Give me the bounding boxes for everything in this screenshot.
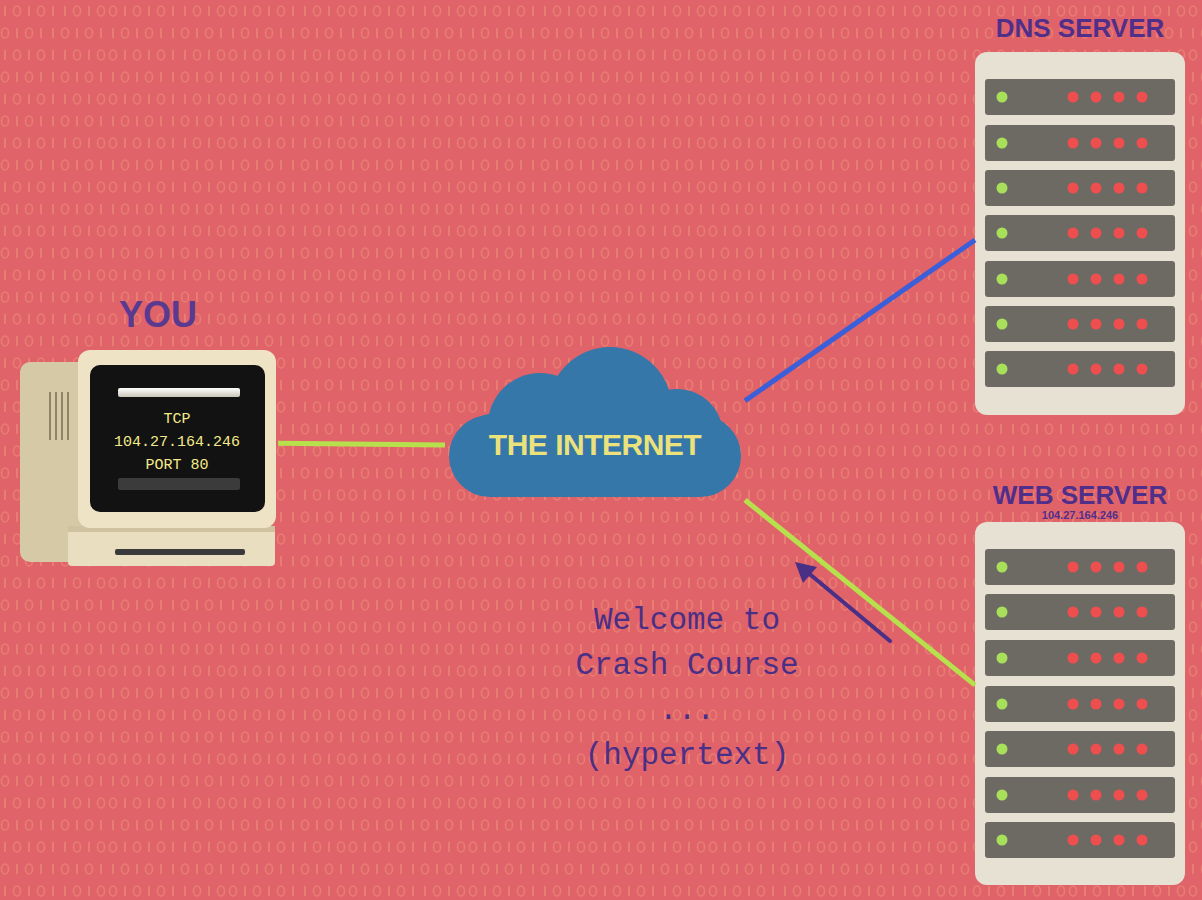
network-link bbox=[745, 240, 975, 401]
computer: YOU TCP 104.27.164.246 PORT 80 bbox=[20, 295, 278, 567]
cloud-shape bbox=[445, 345, 745, 500]
screen-text: TCP 104.27.164.246 PORT 80 bbox=[112, 408, 242, 477]
text-slot: WEB SERVER bbox=[975, 480, 1185, 510]
internet-cloud: THE INTERNET bbox=[445, 345, 745, 500]
response-arrow bbox=[795, 562, 890, 641]
text-slot: TCP 104.27.164.246 PORT 80 bbox=[112, 408, 242, 477]
network-link bbox=[278, 443, 445, 445]
screen-bar bbox=[118, 478, 240, 490]
server-heading: DNS SERVER bbox=[975, 13, 1185, 43]
ip-address: 104.27.164.246 bbox=[975, 509, 1185, 521]
cloud-label: THE INTERNET bbox=[445, 425, 745, 465]
message-label: Welcome to Crash Course ... (hypertext) bbox=[567, 598, 807, 778]
web-server: WEB SERVER104.27.164.246 bbox=[975, 478, 1185, 885]
text-slot: Welcome to Crash Course ... (hypertext) bbox=[567, 598, 807, 778]
text-slot: 104.27.164.246 bbox=[975, 509, 1185, 521]
text-slot: DNS SERVER bbox=[975, 13, 1185, 43]
screen: TCP 104.27.164.246 PORT 80 bbox=[90, 365, 265, 512]
node-heading: YOU bbox=[100, 295, 216, 335]
text-slot: YOU bbox=[100, 295, 216, 335]
screen-bar bbox=[118, 388, 240, 397]
server-heading: WEB SERVER bbox=[975, 480, 1185, 510]
computer-illustration bbox=[20, 350, 276, 566]
dns-server: DNS SERVER bbox=[975, 5, 1185, 415]
dns-server-rack bbox=[975, 52, 1185, 415]
text-slot: THE INTERNET bbox=[445, 425, 745, 465]
web-server-rack bbox=[975, 522, 1185, 885]
